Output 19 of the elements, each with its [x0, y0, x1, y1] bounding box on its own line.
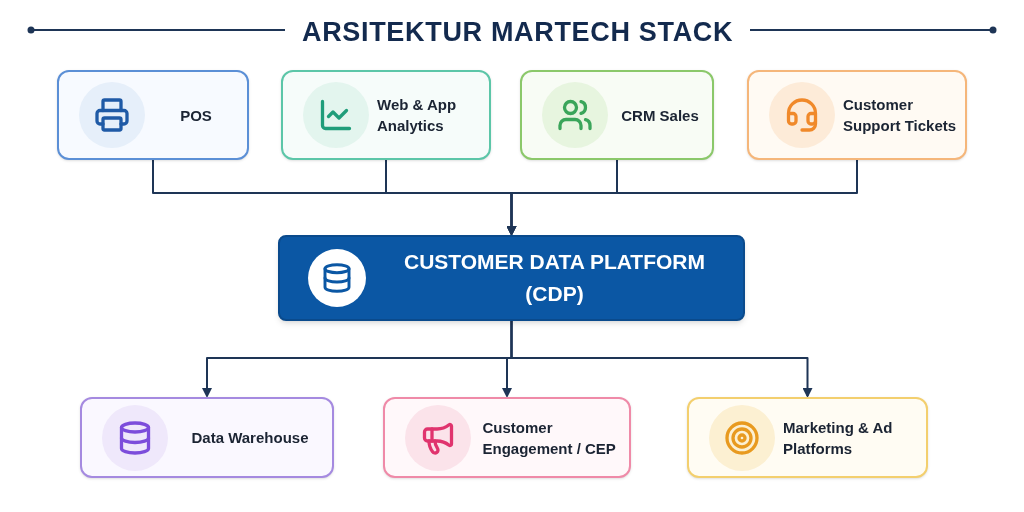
card-label: CRM Sales: [621, 105, 699, 126]
system-card: [747, 70, 967, 160]
card-label: Data Warehouse: [191, 428, 309, 448]
diagram-title: ARSITEKTUR MARTECH STACK: [302, 16, 734, 49]
system-card: [383, 397, 631, 478]
system-card: [687, 397, 928, 478]
platform-box: [278, 235, 745, 321]
card-label: Customer Support Tickets: [843, 95, 957, 136]
system-card: [520, 70, 714, 160]
system-card: [80, 397, 334, 478]
connector-arrow: [506, 159, 858, 236]
system-card: [281, 70, 491, 160]
card-label: Marketing & Ad Platforms: [783, 417, 894, 459]
system-card: [57, 70, 249, 160]
platform-title: CUSTOMER DATA PLATFORM (CDP): [403, 249, 706, 307]
card-label: POS: [180, 105, 212, 126]
connector-arrow: [510, 320, 813, 398]
card-label: Customer Engagement / CEP: [482, 417, 617, 459]
card-label: Web & App Analytics: [377, 95, 458, 136]
